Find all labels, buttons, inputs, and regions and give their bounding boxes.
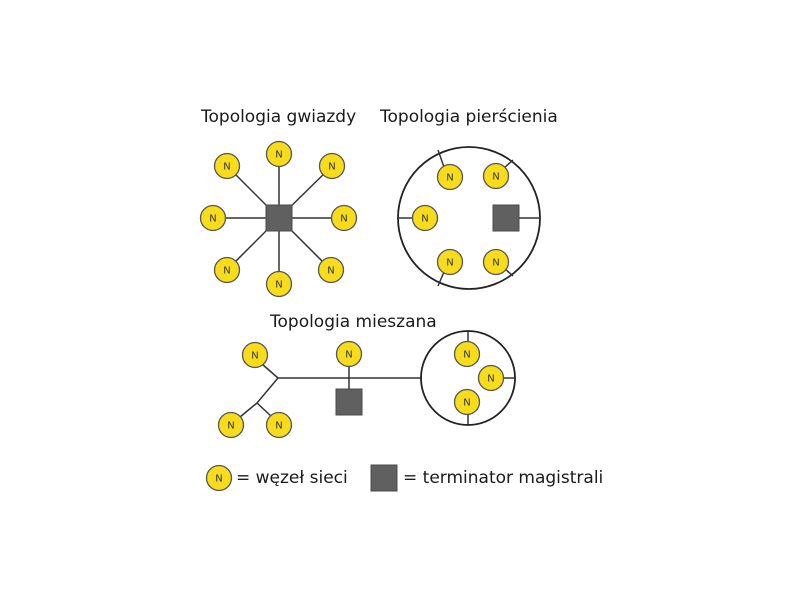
svg-text:N: N <box>446 258 453 269</box>
ring-node-2: N <box>482 162 510 190</box>
ring-link-2 <box>503 159 514 169</box>
star-topology: N N N N N N N N <box>199 140 358 298</box>
mixed-tree-link-top <box>261 363 279 379</box>
mixed-topology: N N N N N N N <box>217 330 516 439</box>
mixed-topology-title: Topologia mieszana <box>269 312 437 332</box>
star-node-right: N <box>330 204 358 232</box>
mixed-ring-node-3: N <box>453 388 481 416</box>
svg-text:N: N <box>275 150 282 161</box>
mixed-tree-node-left: N <box>217 411 245 439</box>
ring-node-1: N <box>436 163 464 191</box>
legend-terminator-symbol <box>370 464 398 492</box>
svg-text:N: N <box>327 266 334 277</box>
mixed-tree-link-left <box>239 402 258 418</box>
mixed-tree-link-right <box>256 402 273 418</box>
ring-topology-title: Topologia pierścienia <box>379 107 558 127</box>
mixed-tree-node-top: N <box>241 341 269 369</box>
mixed-tree-trunk <box>256 377 279 404</box>
svg-text:N: N <box>340 214 347 225</box>
svg-text:N: N <box>463 350 470 361</box>
svg-text:N: N <box>223 162 230 173</box>
ring-link-5 <box>437 271 445 287</box>
svg-text:N: N <box>215 474 222 485</box>
mixed-tree-node-right: N <box>265 411 293 439</box>
svg-text:N: N <box>227 421 234 432</box>
svg-text:N: N <box>345 350 352 361</box>
star-node-bottom-left: N <box>213 256 241 284</box>
star-node-bottom-right: N <box>317 256 345 284</box>
star-hub-terminator <box>265 204 293 232</box>
star-node-bottom: N <box>265 270 293 298</box>
legend-node-text: = węzeł sieci <box>236 468 348 488</box>
svg-text:N: N <box>275 280 282 291</box>
svg-text:N: N <box>251 351 258 362</box>
mixed-ring-bus <box>420 330 516 426</box>
svg-text:N: N <box>487 374 494 385</box>
svg-text:N: N <box>223 266 230 277</box>
ring-node-3: N <box>411 204 439 232</box>
star-node-left: N <box>199 204 227 232</box>
ring-terminator <box>492 204 520 232</box>
mixed-links <box>239 331 514 425</box>
star-node-top-left: N <box>213 152 241 180</box>
svg-text:N: N <box>463 398 470 409</box>
mixed-bus-node: N <box>335 340 363 368</box>
star-topology-title: Topologia gwiazdy <box>200 107 356 127</box>
ring-link-1 <box>437 149 445 168</box>
legend-node-symbol: N <box>205 464 233 492</box>
svg-text:N: N <box>209 214 216 225</box>
svg-text:N: N <box>328 162 335 173</box>
star-node-top-right: N <box>318 152 346 180</box>
legend: N = węzeł sieci = terminator magistrali <box>205 464 603 492</box>
ring-topology: N N N N N <box>397 146 541 290</box>
mixed-ring-node-1: N <box>453 340 481 368</box>
ring-node-5: N <box>482 248 510 276</box>
mixed-bus-terminator <box>335 388 363 416</box>
svg-text:N: N <box>421 214 428 225</box>
svg-text:N: N <box>275 421 282 432</box>
ring-node-4: N <box>436 248 464 276</box>
svg-text:N: N <box>492 258 499 269</box>
star-node-top: N <box>265 140 293 168</box>
svg-text:N: N <box>492 172 499 183</box>
mixed-ring-node-2: N <box>477 364 505 392</box>
svg-text:N: N <box>446 173 453 184</box>
legend-terminator-text: = terminator magistrali <box>403 468 603 488</box>
